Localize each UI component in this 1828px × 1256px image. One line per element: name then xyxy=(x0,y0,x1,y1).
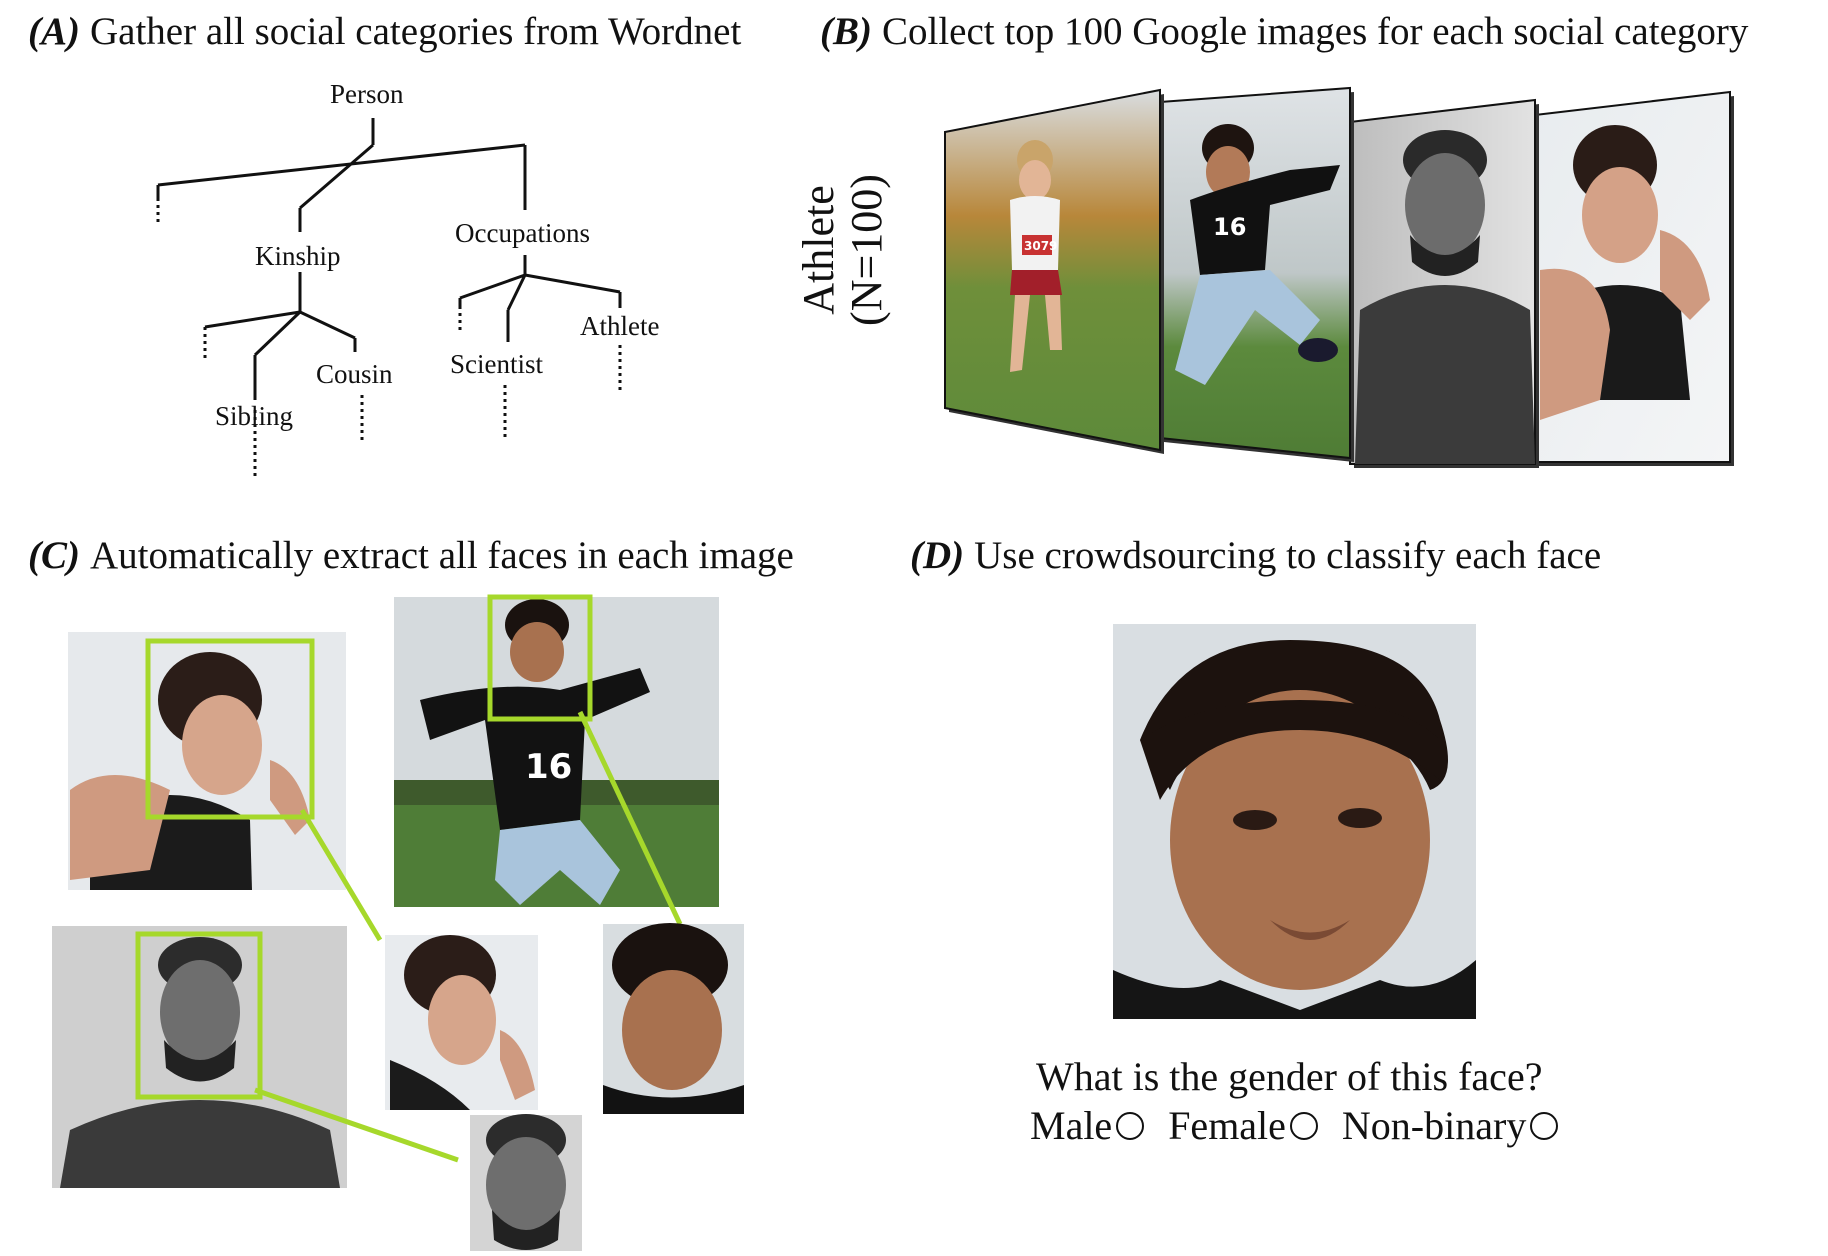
option-male[interactable]: Male xyxy=(1030,1102,1145,1149)
source-image-soccer: 16 xyxy=(394,594,719,907)
face-box-woman xyxy=(145,638,315,820)
face-box-man xyxy=(135,931,263,1100)
panel-a-text: Gather all social categories from Wordne… xyxy=(90,10,742,53)
panel-d-text: Use crowdsourcing to classify each face xyxy=(974,534,1602,577)
option-female-label: Female xyxy=(1168,1103,1286,1148)
option-female[interactable]: Female xyxy=(1168,1102,1318,1149)
panel-b-tag: (B) xyxy=(820,10,872,53)
radio-female[interactable] xyxy=(1289,1111,1318,1140)
face-crop-woman xyxy=(385,935,538,1110)
source-image-woman xyxy=(68,632,346,890)
panel-b-text: Collect top 100 Google images for each s… xyxy=(882,10,1749,53)
tree-node-athlete: Athlete xyxy=(580,311,659,341)
face-crop-soccer xyxy=(603,923,744,1114)
tree-node-person: Person xyxy=(330,79,404,109)
panel-c-text: Automatically extract all faces in each … xyxy=(90,534,794,577)
face-box-soccer xyxy=(487,594,593,722)
option-nonbinary-label: Non-binary xyxy=(1341,1103,1527,1148)
tree-node-occupations: Occupations xyxy=(455,218,590,248)
survey-question: What is the gender of this face? xyxy=(1036,1054,1543,1099)
panel-d-title: (D)Use crowdsourcing to classify each fa… xyxy=(910,536,1601,575)
tree-node-cousin: Cousin xyxy=(316,359,393,389)
svg-text:16: 16 xyxy=(1213,213,1246,241)
panel-c-tag: (C) xyxy=(28,534,80,577)
source-image-man xyxy=(52,926,347,1188)
panel-c-title: (C)Automatically extract all faces in ea… xyxy=(28,536,794,575)
svg-text:16: 16 xyxy=(525,747,572,787)
radio-male[interactable] xyxy=(1116,1111,1145,1140)
panel-a-tag: (A) xyxy=(28,10,80,53)
panel-b-title: (B)Collect top 100 Google images for eac… xyxy=(820,12,1748,51)
tree-node-kinship: Kinship xyxy=(255,241,341,271)
tree-node-scientist: Scientist xyxy=(450,349,543,379)
option-nonbinary[interactable]: Non-binary xyxy=(1341,1102,1559,1149)
face-crop-man xyxy=(470,1114,582,1251)
panel-a-title: (A)Gather all social categories from Wor… xyxy=(28,12,741,51)
survey-options: Male Female Non-binary xyxy=(1030,1102,1559,1149)
radio-nonbinary[interactable] xyxy=(1530,1111,1559,1140)
option-male-label: Male xyxy=(1030,1103,1113,1148)
svg-text:3079: 3079 xyxy=(1024,239,1057,253)
panel-d-tag: (D) xyxy=(910,534,965,577)
tree-node-sibling: Sibling xyxy=(215,401,293,431)
